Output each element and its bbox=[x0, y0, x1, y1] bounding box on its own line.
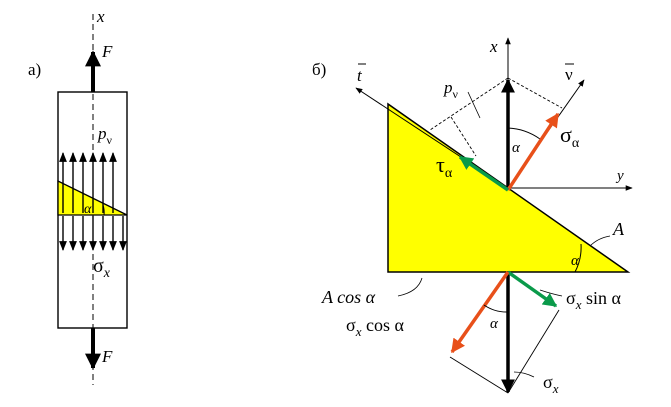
top-angle-arc bbox=[507, 127, 541, 140]
right-angle-arc bbox=[574, 243, 582, 273]
top-angle-label: α bbox=[512, 140, 521, 156]
x-axis-label: x bbox=[489, 37, 498, 56]
t-axis-label: t bbox=[357, 66, 363, 85]
area-acos-leader bbox=[397, 277, 423, 297]
panel-a-angle-label: α bbox=[84, 202, 92, 217]
panel-b: б) t ν y x pν α σα bbox=[312, 37, 633, 396]
sigma-x-cos-arrow bbox=[450, 270, 510, 354]
nu-axis-label: ν bbox=[565, 65, 573, 84]
sigma-alpha-label: σα bbox=[560, 122, 580, 151]
panel-a-label: а) bbox=[28, 60, 41, 79]
bottom-angle-label: α bbox=[490, 316, 499, 332]
sigma-x-leader bbox=[513, 371, 535, 378]
bottom-angle-arc bbox=[483, 304, 509, 313]
panel-a-sigma-label: σx bbox=[93, 255, 111, 281]
panel-a: а) x α F F pν bbox=[28, 7, 128, 385]
area-a-leader bbox=[589, 235, 611, 247]
area-acos-label: A cos α bbox=[321, 287, 376, 307]
panel-a-axis-x-label: x bbox=[96, 7, 105, 26]
stress-arrows-down bbox=[59, 216, 127, 251]
force-bottom-label: F bbox=[101, 347, 113, 366]
area-a-label: A bbox=[612, 219, 625, 239]
sigma-x-sin-leader bbox=[539, 289, 563, 297]
sigma-x-sin-label: σx sin α bbox=[566, 288, 621, 312]
y-axis-label: y bbox=[615, 168, 624, 184]
panel-a-p-label: pν bbox=[97, 124, 113, 147]
sigma-x-sin-arrow bbox=[506, 270, 558, 308]
right-angle-label: α bbox=[571, 253, 580, 269]
dashed-construction-top bbox=[429, 77, 563, 157]
tau-alpha-label: τα bbox=[436, 152, 453, 181]
force-top-label: F bbox=[101, 42, 113, 61]
stress-arrows-up bbox=[59, 152, 117, 213]
dashed-construction-bottom bbox=[449, 309, 560, 394]
panel-b-label: б) bbox=[312, 60, 326, 79]
sigma-x-cos-label: σx cos α bbox=[346, 315, 404, 339]
tau-alpha-arrow bbox=[458, 155, 509, 192]
p-nu-label: pν bbox=[443, 78, 459, 101]
sigma-alpha-arrow bbox=[506, 112, 560, 191]
sigma-x-label: σx bbox=[543, 372, 559, 396]
p-nu-leader bbox=[467, 91, 481, 119]
